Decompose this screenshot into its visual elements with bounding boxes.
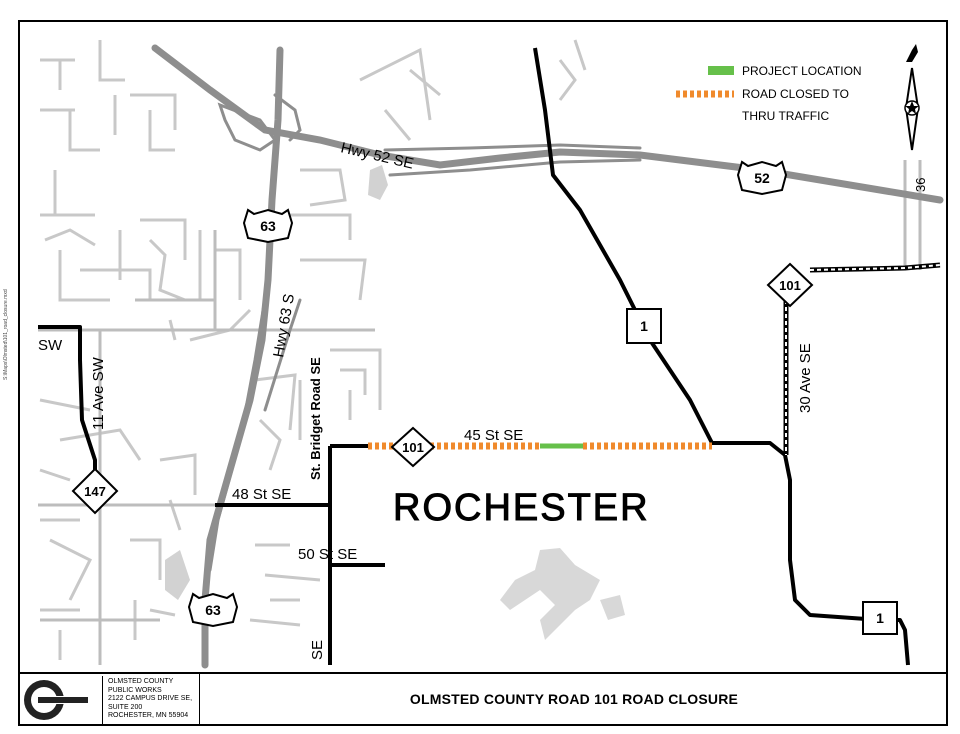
legend-project-label: PROJECT LOCATION [742,64,862,78]
svg-text:1: 1 [876,610,884,626]
ave30-label: 30 Ave SE [797,343,814,413]
se-label: SE [309,640,326,660]
svg-text:1: 1 [640,318,648,334]
cr101-shield-left: 101 [390,426,436,468]
lake [600,595,625,620]
cr101-shield-right: 101 [766,262,814,308]
county-logo [20,676,103,724]
cr147-shield: 147 [71,467,119,515]
ave11-label: 11 Ave SW [90,356,107,430]
st48-label: 48 St SE [232,486,291,503]
cr1-shield-bottom: 1 [862,601,898,635]
county-roads [38,47,910,666]
map-title: OLMSTED COUNTY ROAD 101 ROAD CLOSURE [409,691,739,707]
highways [151,44,944,669]
title-block: OLMSTED COUNTY PUBLIC WORKS 2122 CAMPUS … [18,672,948,724]
st-bridget-label: St. Bridget Road SE [308,357,323,480]
svg-text:63: 63 [260,218,276,234]
city-label: ROCHESTER [393,487,650,529]
file-path-note: S:\Maps\Olmsted\101_road_closure.mxd [3,289,9,380]
svg-text:101: 101 [402,440,424,455]
cr1-shield-top: 1 [626,308,662,344]
county-address: OLMSTED COUNTY PUBLIC WORKS 2122 CAMPUS … [104,674,200,724]
st45-label: 45 St SE [464,427,523,444]
north-arrow-icon [904,44,920,151]
pond [165,550,190,600]
svg-text:101: 101 [779,278,801,293]
us52-shield: 52 [736,160,788,196]
legend: PROJECT LOCATION ROAD CLOSED TO THRU TRA… [676,64,862,123]
st50-label: 50 St SE [298,546,357,563]
hwy63-label: Hwy 63 S [270,293,298,359]
pond [368,165,388,200]
r36-label: 36 [913,178,928,192]
us63-shield-top: 63 [242,208,294,244]
sw-label: SW [38,337,63,354]
svg-text:63: 63 [205,602,221,618]
svg-text:52: 52 [754,170,770,186]
closure-30-ave-se [783,262,941,455]
svg-text:147: 147 [84,484,106,499]
us63-shield-bottom: 63 [187,592,239,628]
lake [500,548,600,640]
legend-project-swatch [708,66,734,75]
legend-closure-label-1: ROAD CLOSED TO [742,87,849,101]
local-streets [39,39,587,660]
legend-closure-label-2: THRU TRAFFIC [742,109,829,123]
county-logo-icon [24,680,90,720]
